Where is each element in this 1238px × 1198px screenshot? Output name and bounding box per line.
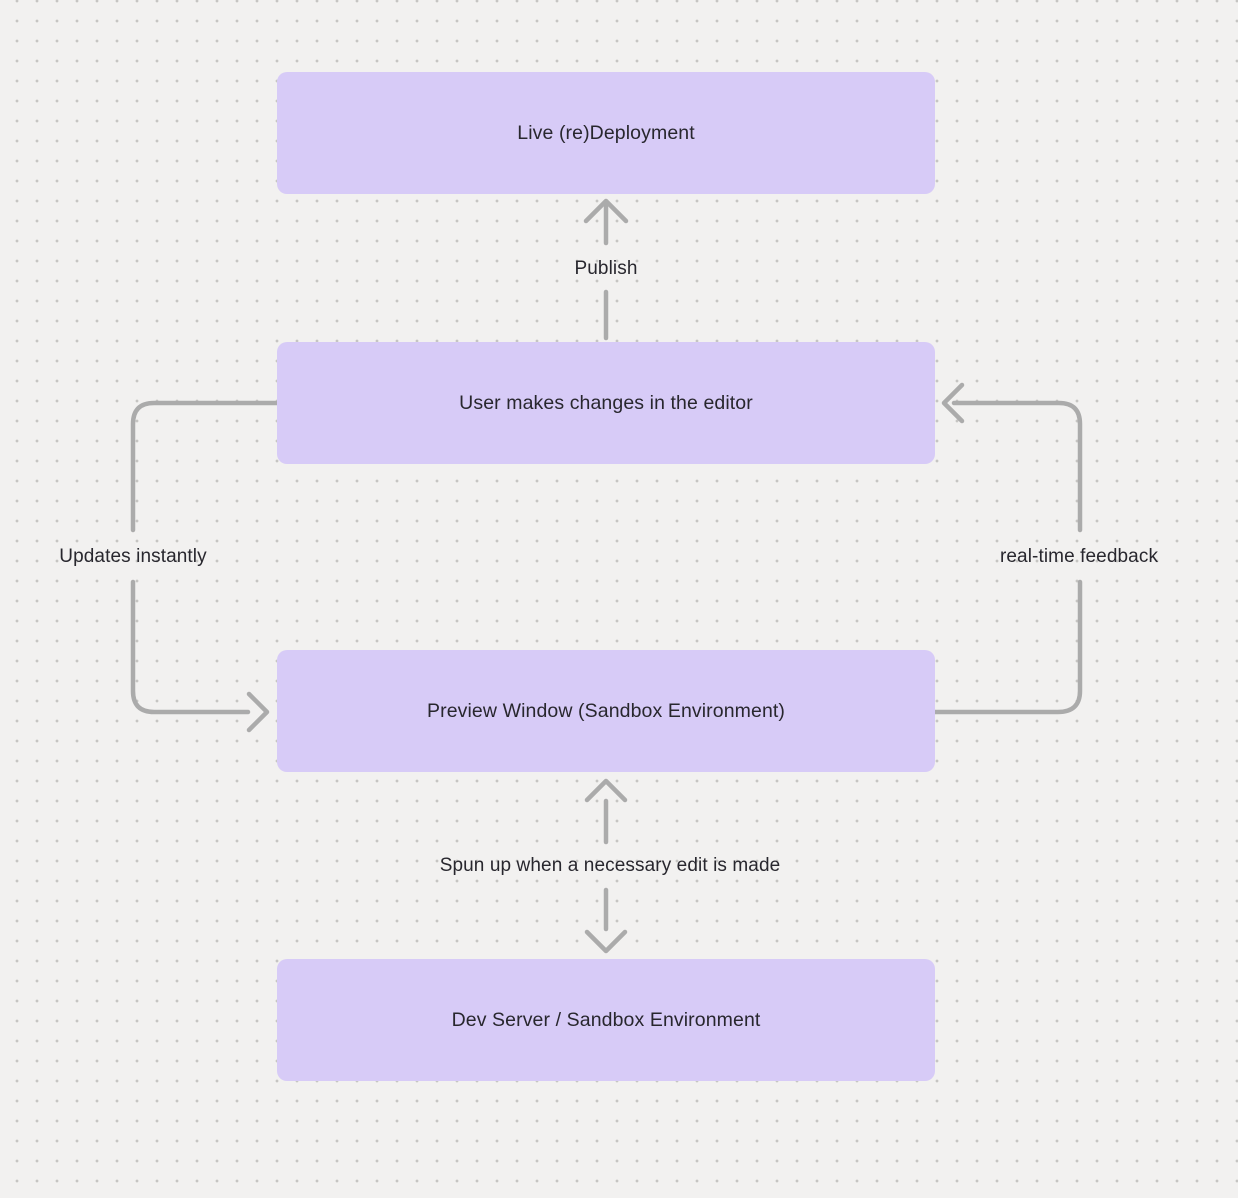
edge-label-updates-instantly: Updates instantly — [59, 546, 207, 567]
arrow-right-icon — [246, 691, 270, 733]
arrow-down-icon — [584, 929, 628, 954]
edge-label-publish: Publish — [574, 258, 638, 279]
arrow-left-icon — [941, 382, 965, 424]
edge-label-real-time-feedback: real-time feedback — [999, 546, 1159, 567]
arrow-up-icon — [584, 778, 628, 803]
node-preview-window: Preview Window (Sandbox Environment) — [277, 650, 935, 772]
edge-label-spun-up: Spun up when a necessary edit is made — [439, 855, 781, 876]
arrow-up-icon — [583, 198, 629, 224]
node-label: Dev Server / Sandbox Environment — [451, 1008, 761, 1031]
node-dev-server: Dev Server / Sandbox Environment — [277, 959, 935, 1081]
node-label: Live (re)Deployment — [517, 121, 695, 144]
edge-updates-lower-segment — [130, 579, 251, 715]
edge-feedback-lower-segment — [932, 579, 1083, 715]
node-label: Preview Window (Sandbox Environment) — [427, 699, 785, 722]
edge-updates-upper-segment — [130, 400, 280, 533]
node-label: User makes changes in the editor — [459, 391, 753, 414]
node-user-editor: User makes changes in the editor — [277, 342, 935, 464]
node-live-redeployment: Live (re)Deployment — [277, 72, 935, 194]
edge-feedback-upper-segment — [951, 400, 1083, 533]
